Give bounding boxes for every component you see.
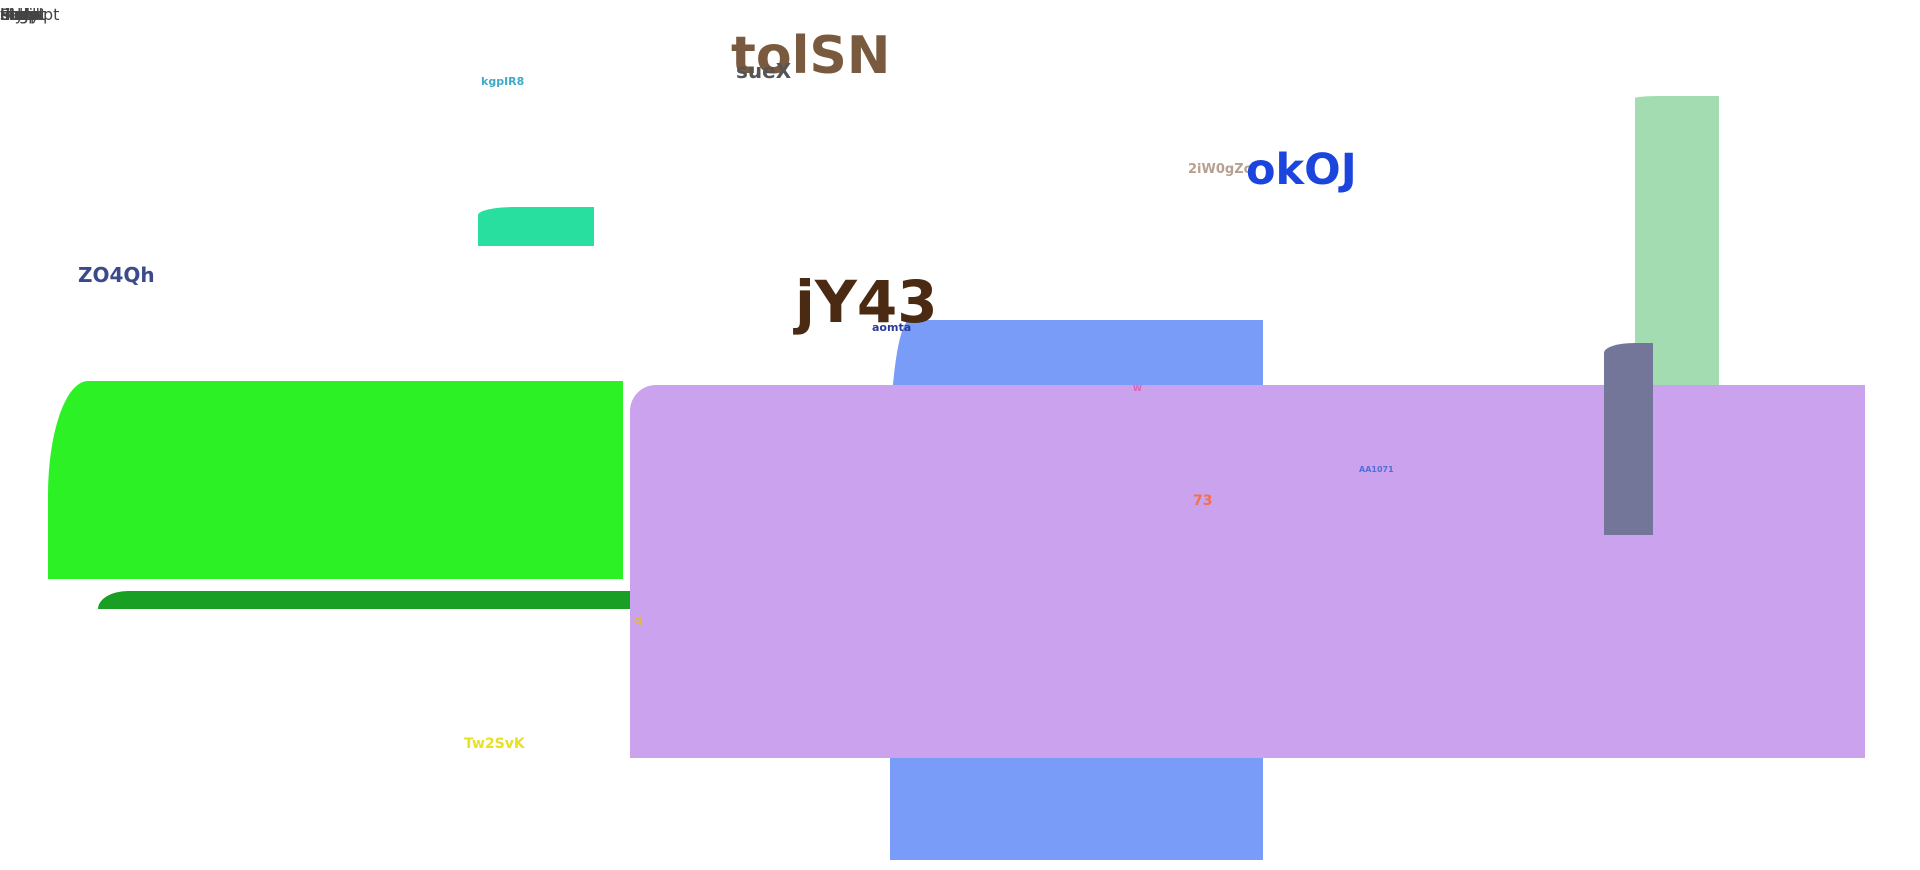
label-kgpIR8: kgpIR8: [481, 75, 525, 88]
label-jY43: jY43: [795, 268, 938, 336]
corner-text-item: div: [0, 5, 25, 24]
corner-text-item: body: [0, 5, 40, 24]
label-73: 73: [1193, 493, 1213, 509]
label-ZO4Qh: ZO4Qh: [78, 263, 155, 287]
corner-text-item: Inscript: [0, 5, 60, 24]
label-Tw2SvK: Tw2SvK: [464, 736, 525, 752]
corner-text-item: head: [0, 5, 40, 24]
corner-text-item: script: [0, 5, 45, 24]
teal-block: [478, 207, 594, 246]
corner-text-item: html: [0, 5, 37, 24]
label-cJ: cJ: [634, 616, 643, 626]
corner-text-item: Page: [0, 5, 39, 24]
corner-text-item: link: [0, 5, 29, 24]
corner-text-item: meta: [0, 5, 42, 24]
label-tolSN: tolSN: [731, 26, 891, 86]
slate-block: [1604, 343, 1653, 535]
corner-text-item: Login: [0, 5, 44, 24]
label-W: W: [1133, 384, 1142, 393]
label-aomta: aomta: [872, 321, 912, 334]
corner-text-item: title: [0, 5, 32, 24]
lavender-block: [630, 385, 1865, 758]
label-sueX: sueX: [736, 59, 792, 83]
dark-green-bar: [98, 591, 631, 609]
corner-text-item: Script: [0, 5, 47, 24]
corner-text-item: style: [0, 5, 39, 24]
bright-green-block: [48, 381, 623, 579]
label-okOJ: okOJ: [1246, 145, 1357, 195]
corner-text-item: Link: [0, 5, 33, 24]
label-2iW0gZcl: 2iW0gZcl: [1188, 162, 1256, 177]
label-AA1071: AA1071: [1359, 465, 1394, 474]
